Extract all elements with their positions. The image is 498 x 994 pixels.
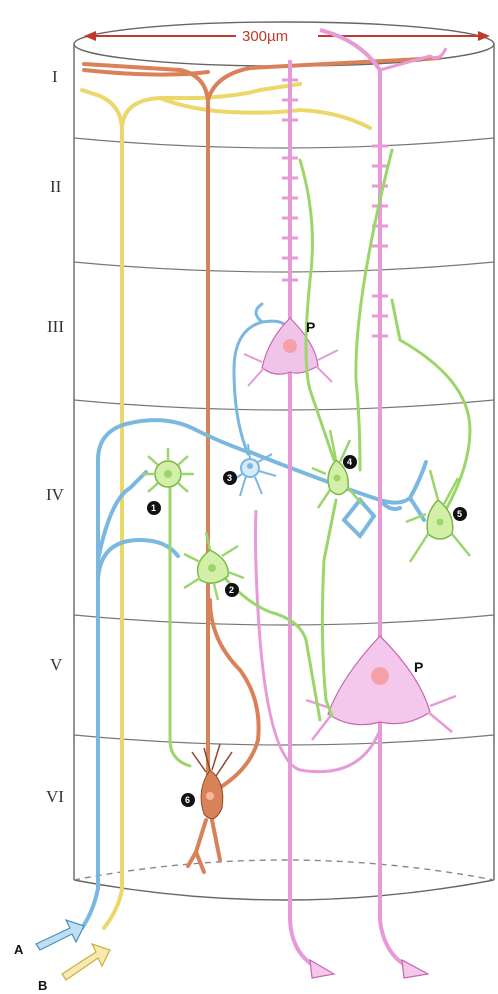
layer-boundaries [74, 138, 494, 745]
label-5: 5 [457, 509, 462, 519]
boundary-III-IV [74, 400, 494, 410]
neuron-4 [312, 430, 362, 508]
output-arrowhead-left [310, 960, 334, 978]
output-arrow-left [290, 920, 318, 968]
pyramidal-label-upper: P [306, 319, 315, 335]
boundary-I-II [74, 138, 494, 148]
input-arrow-a [36, 920, 84, 950]
cylinder-bottom-front [74, 880, 494, 900]
layer-label-III: III [47, 317, 64, 336]
neuron-2-nucleus [208, 564, 216, 572]
neuron-1 [142, 448, 194, 492]
label-3: 3 [227, 473, 232, 483]
neuron-6-processes [84, 58, 440, 872]
layer-label-V: V [50, 655, 63, 674]
boundary-II-III [74, 262, 494, 272]
neuron-3-processes [234, 304, 286, 454]
boundary-V-VI [74, 735, 494, 745]
output-arrows [290, 920, 428, 978]
cylinder [74, 22, 494, 900]
pyramidal-label-lower: P [414, 659, 423, 675]
layer-label-I: I [52, 67, 58, 86]
layer-label-IV: IV [46, 485, 65, 504]
output-arrow-right [380, 920, 410, 968]
neuron-5-nucleus [437, 519, 444, 526]
output-arrowhead-right [402, 960, 428, 978]
input-label-b: B [38, 978, 47, 993]
pyramidal-lower-nucleus [371, 667, 389, 685]
scale-label: 300µm [242, 28, 288, 45]
green-axons [170, 150, 470, 766]
pyramidal-neuron-upper [244, 60, 338, 920]
pyramidal-lower-apical-dendrite [320, 30, 380, 640]
scale-arrow-left [84, 31, 96, 41]
label-2: 2 [229, 585, 234, 595]
cylinder-bottom-back [74, 860, 494, 880]
label-6: 6 [185, 795, 190, 805]
layer-labels: I II III IV V VI [46, 67, 65, 806]
layer-label-VI: VI [46, 787, 64, 806]
scale-bar: 300µm [84, 28, 490, 45]
neuron-4-nucleus [334, 475, 341, 482]
neuron-3-nucleus [247, 463, 253, 469]
neuron-6-nucleus [206, 792, 214, 800]
pyramidal-upper-nucleus [283, 339, 297, 353]
layer-label-II: II [50, 177, 62, 196]
input-arrows: A B [14, 920, 110, 993]
afferent-fiber-b [82, 84, 370, 928]
pyramidal-neuron-lower [256, 30, 457, 920]
input-arrow-b [62, 944, 110, 980]
neuron-labels: 1 2 3 4 5 6 [147, 455, 467, 807]
neuron-1-nucleus [164, 470, 172, 478]
label-4: 4 [347, 457, 352, 467]
label-1: 1 [151, 503, 156, 513]
input-label-a: A [14, 942, 24, 957]
